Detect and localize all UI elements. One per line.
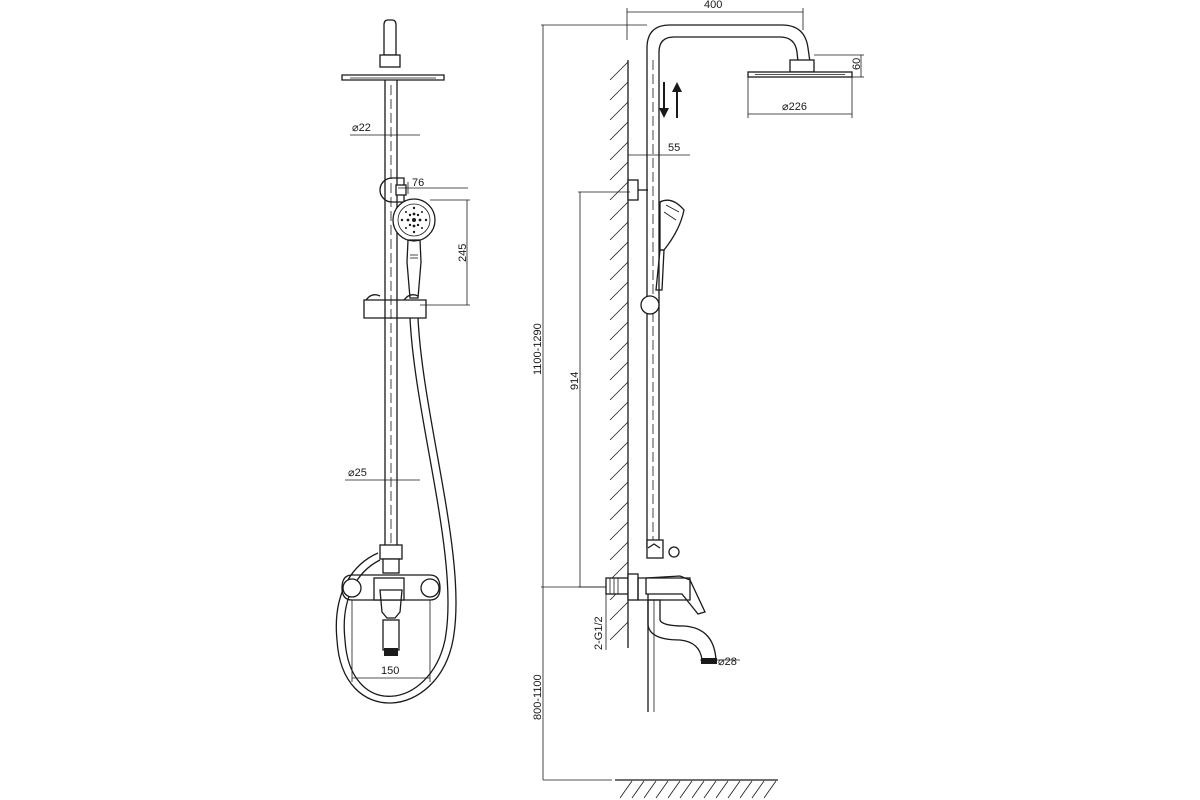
right-eccentric xyxy=(420,578,440,598)
spout-side xyxy=(647,599,717,661)
eccentric-connector xyxy=(605,577,629,595)
dim-handshower-height: 245 xyxy=(457,244,469,262)
mixer-lever-side xyxy=(645,575,706,615)
aerator-side xyxy=(701,658,717,664)
dim-rod-bottom-diameter: ⌀25 xyxy=(348,467,367,479)
diverter-side xyxy=(646,539,664,559)
mixer-lever-front xyxy=(379,589,403,619)
spray-nozzles xyxy=(400,206,428,234)
diverter-front xyxy=(379,544,403,560)
dim-mixer-width: 150 xyxy=(381,665,399,677)
floor-hatching xyxy=(619,780,777,799)
slide-holder-side xyxy=(640,295,660,315)
dim-arm-length: 400 xyxy=(704,0,722,11)
dim-head-diameter: ⌀226 xyxy=(782,101,807,113)
riser-pipe-side-outer xyxy=(646,24,811,548)
dim-handshower-width: 76 xyxy=(412,177,424,189)
diverter-body-front xyxy=(382,558,400,574)
top-connector xyxy=(383,19,397,56)
dim-mixer-height: 800-1100 xyxy=(532,674,544,720)
dim-bracket-offset: 55 xyxy=(668,142,680,154)
hand-shower-handle xyxy=(406,239,422,299)
spout-front xyxy=(382,619,400,651)
dim-bracket-height: 914 xyxy=(569,372,581,390)
head-swivel xyxy=(379,54,401,68)
thread-marks xyxy=(609,578,619,594)
dim-spout-diameter: ⌀28 xyxy=(718,656,737,668)
slide-holder xyxy=(363,299,427,319)
mixer-center xyxy=(373,577,405,601)
wall-hatching xyxy=(609,61,629,641)
dim-head-height: 60 xyxy=(851,58,863,70)
diverter-knob-side xyxy=(668,546,680,558)
front-view: ⌀22 76 245 xyxy=(335,19,470,704)
side-view: 400 60 ⌀226 55 xyxy=(532,0,864,799)
wall-bracket-front xyxy=(379,177,405,203)
height-adjust-arrows-icon xyxy=(659,82,682,118)
dim-total-height: 1100-1290 xyxy=(532,323,544,375)
rain-head-front xyxy=(341,74,445,81)
eccentric-flange xyxy=(627,573,639,601)
hose-inner xyxy=(335,317,457,704)
bracket-knob xyxy=(395,184,407,196)
dim-rod-top-diameter: ⌀22 xyxy=(352,122,371,134)
hose-outer xyxy=(343,317,449,697)
mixer-body-side xyxy=(637,577,691,601)
riser-pipe-side-inner xyxy=(658,36,799,548)
head-connector-side xyxy=(789,59,815,73)
left-eccentric xyxy=(342,578,362,598)
hand-shower-side xyxy=(659,199,685,251)
dim-inlet-thread: 2-G1/2 xyxy=(593,616,605,650)
aerator-front xyxy=(384,648,398,656)
hand-shower-handle-side xyxy=(655,249,665,291)
wall-bracket-side xyxy=(627,179,639,201)
